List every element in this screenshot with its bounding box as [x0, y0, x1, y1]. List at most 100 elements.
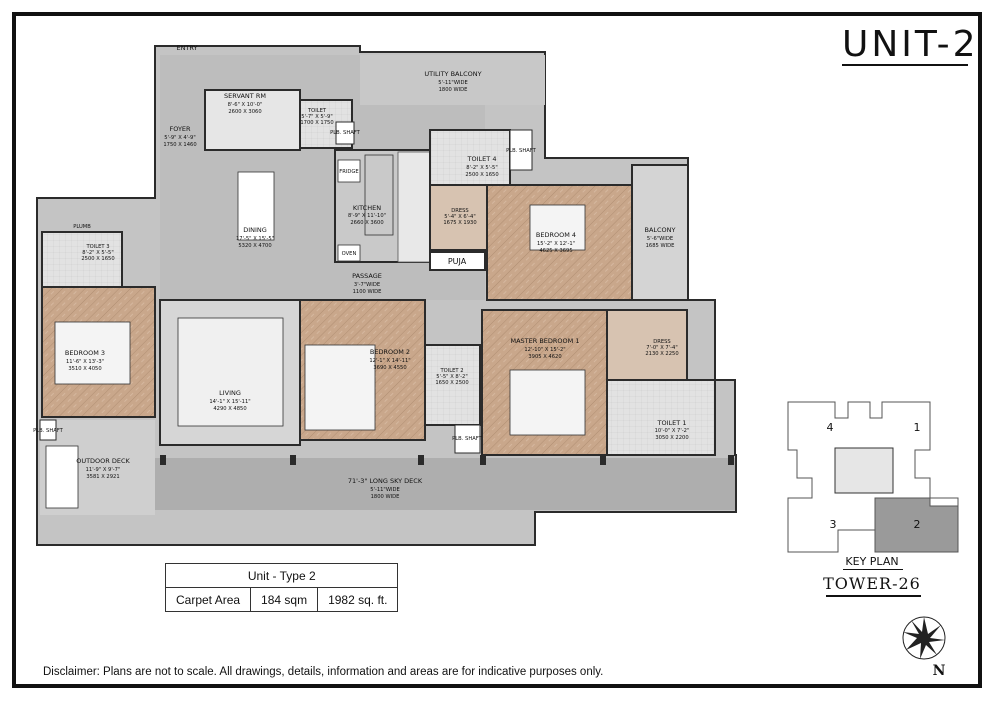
mm-master: 3905 X 4620 — [528, 354, 561, 360]
mm-toilet2: 1650 X 2500 — [435, 380, 468, 386]
key-plan-caption: KEY PLAN — [845, 555, 899, 568]
label-plb-3: PLB. SHAFT — [33, 428, 64, 434]
mm-dining: 5320 X 4700 — [238, 243, 271, 249]
dim-foyer: 5'-9" X 4'-9" — [164, 135, 195, 141]
dim-toilet4: 8'-2" X 5'-5" — [466, 165, 497, 171]
mm-passage: 1100 WIDE — [353, 289, 382, 295]
plb-shaft-3 — [39, 419, 57, 441]
balcony — [631, 164, 689, 301]
toilet-2 — [424, 344, 481, 426]
dim-toilet2: 5'-5" X 8'-2" — [436, 374, 467, 380]
title-underline — [842, 64, 968, 66]
label-toilet-small: TOILET — [307, 108, 327, 114]
mm-dress4: 1675 X 1930 — [443, 220, 476, 226]
key-plan: 4 1 3 2 — [787, 401, 959, 553]
label-servant: SERVANT RM — [224, 92, 266, 100]
label-passage: PASSAGE — [352, 272, 382, 280]
dim-servant: 8'-6" X 10'-0" — [228, 102, 263, 108]
dim-dress1: 7'-0" X 7'-4" — [646, 345, 677, 351]
mm-skydeck: 1800 WIDE — [371, 494, 400, 500]
room-labels: ENTRY SERVANT RM 8'-6" X 10'-0" 2600 X 3… — [33, 44, 689, 500]
dim-skydeck: 5'-11"WIDE — [370, 487, 400, 493]
mm-kitchen: 2660 X 3600 — [350, 220, 383, 226]
dress-1 — [606, 309, 688, 381]
label-toilet2: TOILET 2 — [439, 368, 463, 374]
dining-table — [237, 171, 275, 241]
label-skydeck: 71'-3" LONG SKY DECK — [348, 477, 423, 485]
dim-bedroom2: 12'-1" X 14'-11" — [369, 358, 410, 364]
key-plan-unit-2: 2 — [914, 518, 921, 531]
toilet-3 — [41, 231, 123, 288]
disclaimer: Disclaimer: Plans are not to scale. All … — [43, 666, 604, 678]
label-toilet1: TOILET 1 — [657, 419, 687, 427]
label-utility: UTILITY BALCONY — [424, 70, 481, 78]
toilet-1 — [606, 379, 716, 456]
dim-toilet3: 8'-2" X 5'-5" — [82, 250, 113, 256]
key-plan-unit-3: 3 — [830, 518, 837, 531]
label-foyer: FOYER — [169, 125, 191, 133]
puja — [429, 251, 486, 271]
dim-master: 12'-10" X 15'-2" — [524, 347, 565, 353]
label-plb-4: PLB. SHAFT — [452, 436, 483, 442]
label-oven: OVEN — [342, 251, 357, 257]
dim-passage: 3'-7"WIDE — [354, 282, 380, 288]
mm-bedroom2: 3690 X 4550 — [373, 365, 406, 371]
label-dress1: DRESS — [653, 339, 670, 345]
dim-bedroom4: 15'-2" X 12'-1" — [537, 241, 575, 247]
dim-toilet-small: 5'-7" X 5'-9" — [301, 114, 332, 120]
mm-toilet1: 3050 X 2200 — [655, 435, 688, 441]
plb-shaft-4 — [454, 424, 481, 454]
label-living: LIVING — [219, 389, 241, 397]
unit-title: UNIT-2 — [842, 24, 979, 65]
label-dress4: DRESS — [451, 208, 468, 214]
label-bedroom2: BEDROOM 2 — [370, 348, 410, 356]
label-bedroom4: BEDROOM 4 — [536, 231, 576, 239]
mm-toilet-small: 1700 X 1750 — [300, 120, 333, 126]
plb-shaft-1 — [335, 121, 355, 145]
mm-toilet4: 2500 X 1650 — [465, 172, 498, 178]
dim-toilet1: 10'-0" X 7'-2" — [655, 428, 690, 434]
dim-bedroom3: 11'-6" X 13'-3" — [66, 359, 104, 365]
key-plan-unit-1: 1 — [914, 421, 921, 434]
label-plumb: PLUMB — [73, 224, 91, 230]
area-table-header-row: Unit - Type 2 — [164, 563, 399, 588]
fridge — [337, 159, 361, 183]
dim-dining: 17'-5" X 15'-5" — [236, 236, 274, 242]
mm-servant: 2600 X 3060 — [228, 109, 261, 115]
label-bedroom3: BEDROOM 3 — [65, 349, 105, 357]
key-plan-core — [834, 447, 894, 494]
carpet-area-sqm: 184 sqm — [250, 587, 319, 612]
label-toilet4: TOILET 4 — [467, 155, 497, 163]
bed-4 — [529, 204, 586, 251]
area-table-row: Carpet Area 184 sqm 1982 sq. ft. — [164, 587, 399, 612]
key-plan-caption-underline — [843, 569, 903, 570]
dim-kitchen: 8'-9" X 11'-10" — [348, 213, 386, 219]
label-toilet3: TOILET 3 — [85, 244, 109, 250]
label-master: MASTER BEDROOM 1 — [511, 337, 580, 345]
label-entry: ENTRY — [176, 44, 197, 52]
tower-underline — [826, 595, 921, 597]
outdoor-lounger — [45, 445, 79, 509]
label-plb-2: PLB. SHAFT — [506, 148, 537, 154]
dim-balcony: 5'-6"WIDE — [647, 236, 673, 242]
dim-outdoor: 11'-9" X 9'-7" — [86, 467, 121, 473]
mm-living: 4290 X 4850 — [213, 406, 246, 412]
utility-balcony-floor — [360, 55, 545, 105]
mm-bedroom3: 3510 X 4050 — [68, 366, 101, 372]
bed-3 — [54, 321, 131, 385]
mm-utility: 1800 WIDE — [439, 87, 468, 93]
mm-dress1: 2130 X 2250 — [645, 351, 678, 357]
mm-balcony: 1685 WIDE — [646, 243, 675, 249]
mm-bedroom4: 4625 X 3695 — [539, 248, 572, 254]
carpet-area-label: Carpet Area — [164, 587, 252, 612]
tower-label: TOWER-26 — [823, 574, 921, 593]
carpet-area-sqft: 1982 sq. ft. — [317, 587, 399, 612]
oven — [337, 244, 361, 262]
dim-living: 14'-1" X 15'-11" — [209, 399, 250, 405]
mm-outdoor: 3581 X 2921 — [86, 474, 119, 480]
label-dining: DINING — [243, 226, 267, 234]
bed-2 — [304, 344, 376, 431]
label-plb-1: PLB. SHAFT — [330, 130, 361, 136]
key-plan-unit-2-highlight — [874, 497, 959, 553]
